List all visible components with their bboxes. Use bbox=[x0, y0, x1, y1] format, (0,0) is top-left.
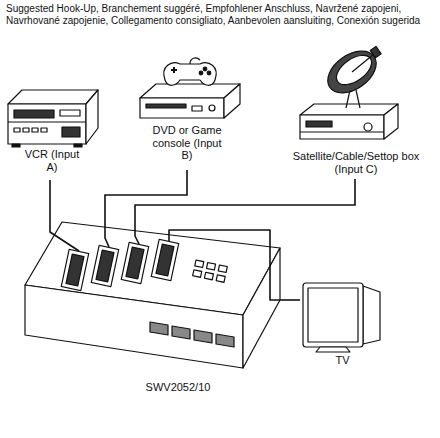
tv-drawing bbox=[303, 283, 363, 347]
cable bbox=[105, 170, 187, 215]
switch-box-drawing bbox=[216, 275, 225, 283]
vcr-drawing bbox=[14, 110, 54, 118]
cable bbox=[49, 180, 51, 215]
cable bbox=[135, 179, 355, 215]
switch-box-drawing bbox=[243, 248, 280, 368]
cable bbox=[50, 215, 79, 251]
cable bbox=[135, 215, 139, 244]
dvd-console-drawing bbox=[209, 105, 215, 111]
dvd-console-drawing bbox=[140, 84, 240, 98]
switch-box-drawing bbox=[91, 245, 118, 286]
switch-box-drawing bbox=[61, 249, 88, 290]
satellite-box-drawing bbox=[300, 43, 398, 139]
dvd-console-drawing bbox=[171, 67, 177, 73]
switch-box-drawing bbox=[156, 244, 174, 276]
vcr-drawing bbox=[8, 121, 86, 122]
vcr-drawing bbox=[12, 144, 20, 147]
satellite-box-drawing bbox=[306, 121, 332, 127]
device-box: SWV2052/10 bbox=[25, 215, 282, 398]
switch-box-drawing bbox=[151, 239, 178, 280]
tv-drawing bbox=[316, 347, 350, 352]
vcr-drawing bbox=[14, 128, 20, 132]
dvd-console-drawing bbox=[192, 106, 202, 111]
device-box: DVD or Game console (Input B) bbox=[128, 52, 246, 170]
satellite-box-drawing bbox=[300, 131, 384, 132]
dvd-console-drawing bbox=[190, 58, 200, 64]
switch-box-drawing bbox=[126, 247, 144, 279]
dvd-console-drawing bbox=[140, 58, 240, 118]
switch-box-drawing bbox=[121, 242, 148, 283]
vcr-drawing bbox=[41, 128, 47, 132]
tv-drawing bbox=[363, 286, 380, 344]
satellite-box-drawing bbox=[300, 115, 384, 139]
switch-box-drawing bbox=[172, 326, 190, 339]
switch-box-drawing bbox=[91, 245, 118, 286]
device-box: VCR (Input A) bbox=[2, 82, 102, 180]
satellite-box-drawing bbox=[364, 123, 372, 131]
satellite-box-drawing bbox=[331, 50, 376, 91]
device-box: Satellite/Cable/Settop box (Input C) bbox=[280, 40, 432, 179]
satellite-box-drawing bbox=[370, 46, 381, 57]
switch-box-drawing bbox=[150, 322, 168, 335]
switch-box-drawing bbox=[61, 249, 88, 290]
device-label: VCR (Input A) bbox=[22, 148, 82, 173]
switch-box-drawing bbox=[96, 250, 114, 282]
dvd-console-drawing bbox=[199, 71, 203, 75]
switch-box-drawing bbox=[25, 222, 280, 368]
cable bbox=[169, 230, 282, 300]
cable bbox=[50, 215, 282, 300]
switch-box-drawing bbox=[193, 260, 228, 282]
satellite-box-drawing bbox=[352, 54, 374, 72]
vcr-drawing bbox=[74, 144, 82, 147]
vcr-drawing bbox=[8, 104, 86, 144]
device-label: Satellite/Cable/Settop box (Input C) bbox=[281, 150, 431, 175]
device-label: SWV2052/10 bbox=[133, 381, 223, 394]
switch-box-drawing bbox=[121, 242, 148, 283]
dvd-console-drawing bbox=[207, 71, 211, 75]
page-title: Suggested Hook-Up, Branchement suggéré, … bbox=[6, 3, 436, 27]
cable bbox=[105, 215, 109, 247]
vcr-drawing bbox=[86, 90, 98, 144]
switch-box-drawing bbox=[218, 265, 227, 273]
tv-drawing bbox=[308, 288, 358, 342]
switch-box-drawing bbox=[66, 254, 84, 286]
cable bbox=[282, 299, 300, 301]
vcr-drawing bbox=[8, 90, 98, 147]
dvd-console-drawing bbox=[146, 104, 186, 108]
switch-box-drawing bbox=[194, 330, 212, 343]
switch-box-drawing bbox=[195, 260, 204, 268]
vcr-drawing bbox=[32, 128, 38, 132]
vcr-drawing bbox=[62, 127, 80, 137]
vcr-drawing bbox=[60, 110, 80, 116]
satellite-box-drawing bbox=[300, 104, 398, 115]
switch-box-drawing bbox=[216, 334, 234, 347]
switch-box-drawing bbox=[193, 270, 202, 278]
satellite-box-drawing bbox=[320, 43, 384, 102]
dvd-console-drawing bbox=[140, 98, 224, 118]
switch-box-drawing bbox=[151, 239, 178, 280]
switch-box-drawing bbox=[206, 262, 215, 270]
switch-box-drawing bbox=[204, 272, 213, 280]
satellite-box-drawing bbox=[356, 90, 360, 108]
device-label: DVD or Game console (Input B) bbox=[150, 124, 224, 162]
switch-box-drawing bbox=[25, 285, 243, 368]
vcr-drawing bbox=[23, 128, 29, 132]
dvd-console-drawing bbox=[203, 67, 207, 71]
dvd-console-drawing bbox=[224, 84, 240, 118]
satellite-box-drawing bbox=[384, 104, 398, 139]
device-label: TV bbox=[300, 354, 385, 367]
vcr-drawing bbox=[8, 90, 98, 104]
dvd-console-drawing bbox=[164, 63, 216, 85]
device-box: TV bbox=[300, 270, 385, 371]
tv-drawing bbox=[303, 283, 380, 352]
